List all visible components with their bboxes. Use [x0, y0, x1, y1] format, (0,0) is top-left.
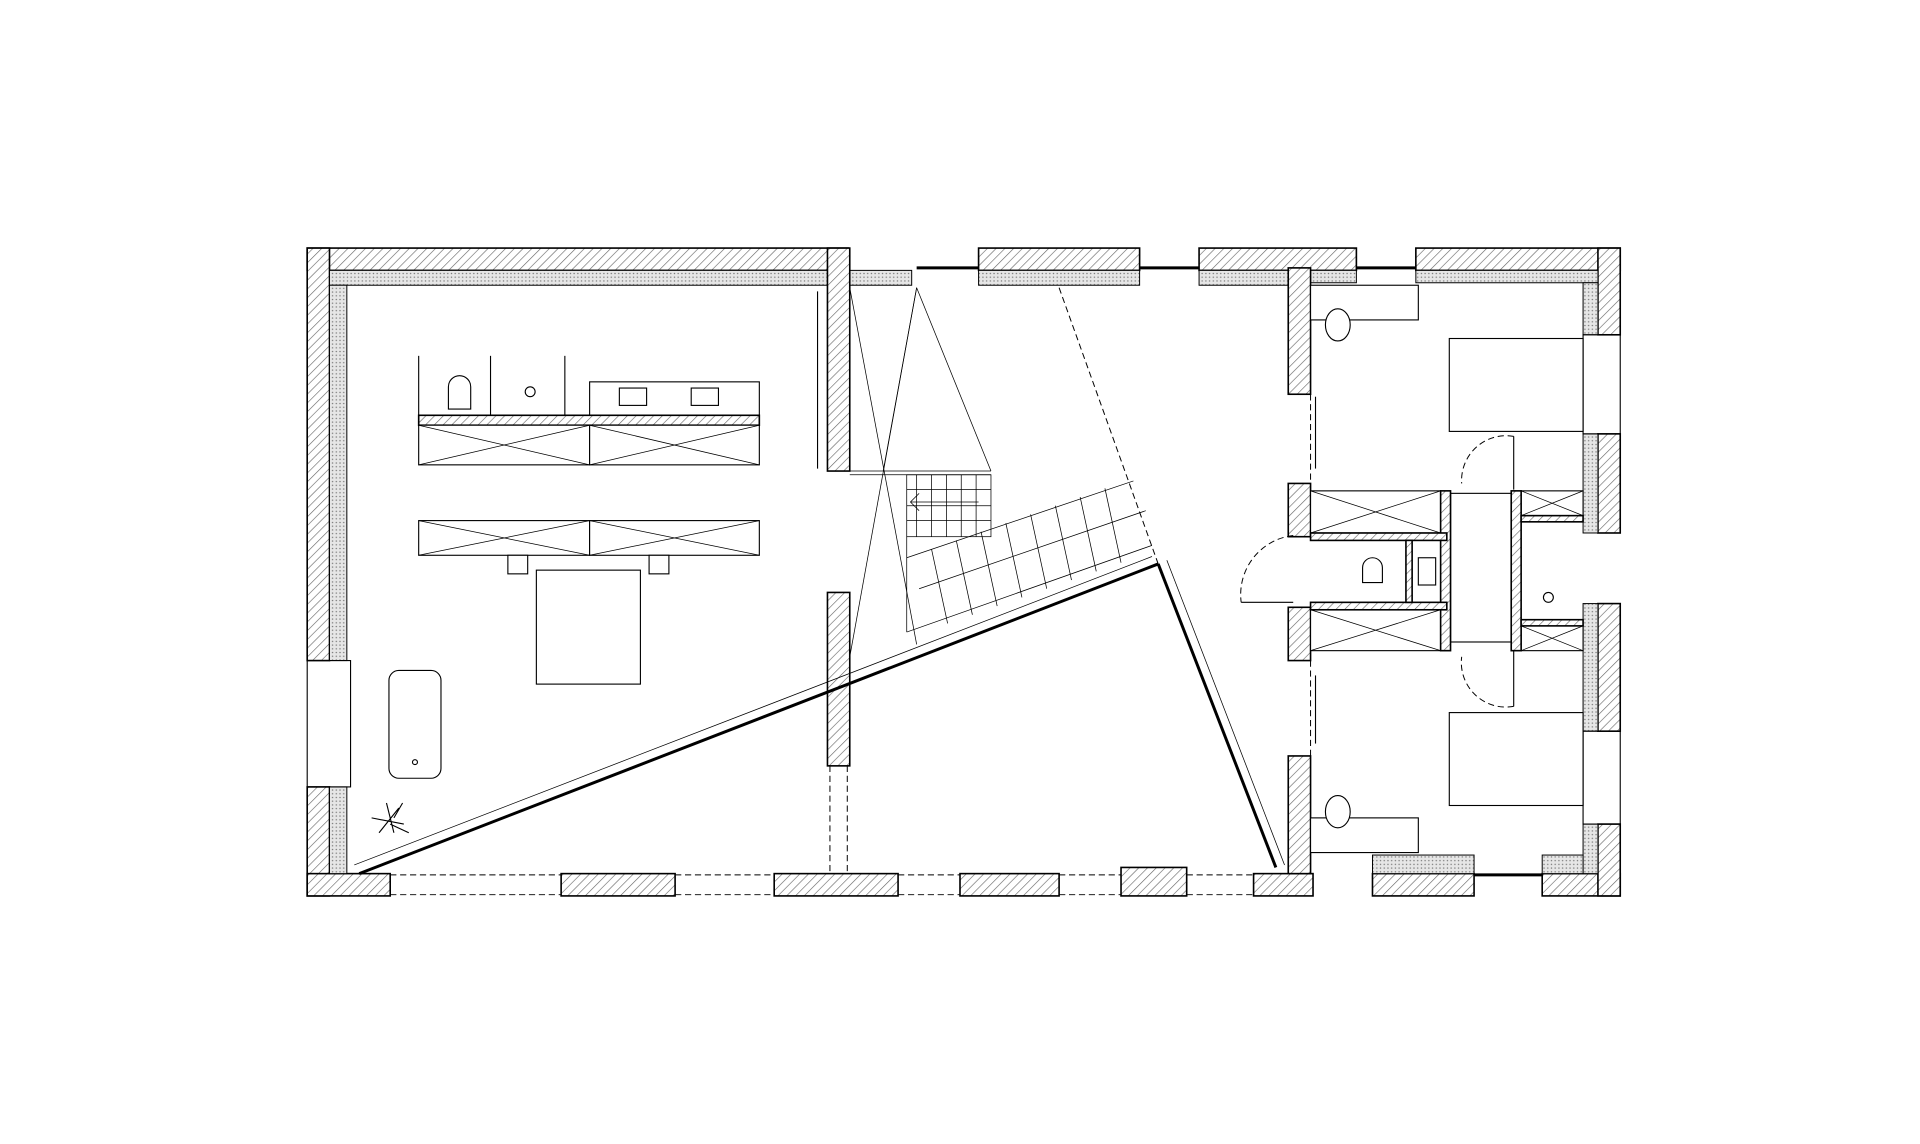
shower-icon [524, 386, 536, 398]
glass-partition [354, 556, 1285, 876]
bedroom-top [1309, 284, 1584, 490]
sink-icon [690, 387, 720, 406]
bathtub [388, 669, 442, 779]
desk [1309, 284, 1419, 321]
toilet-icon [447, 375, 472, 410]
service-core [1240, 490, 1584, 652]
chair-icon [1324, 795, 1351, 829]
bathroom-fixtures [371, 355, 761, 834]
windows [306, 266, 1621, 896]
shower-icon [1542, 591, 1554, 603]
double-bed [507, 554, 670, 685]
wardrobe-top [418, 424, 760, 466]
wardrobe-middle [418, 520, 760, 556]
interior-walls [816, 247, 1317, 875]
chair-icon [1324, 308, 1351, 342]
staircase [849, 287, 1159, 657]
single-bed [1448, 337, 1584, 432]
single-bed [1448, 712, 1584, 807]
plant-icon [371, 802, 410, 834]
bedroom-bottom [1309, 650, 1584, 854]
insulation-layers [329, 269, 1599, 875]
toilet-icon [1362, 557, 1383, 584]
exterior-walls [306, 247, 1622, 897]
desk [1309, 817, 1419, 854]
sink-icon [618, 387, 648, 406]
